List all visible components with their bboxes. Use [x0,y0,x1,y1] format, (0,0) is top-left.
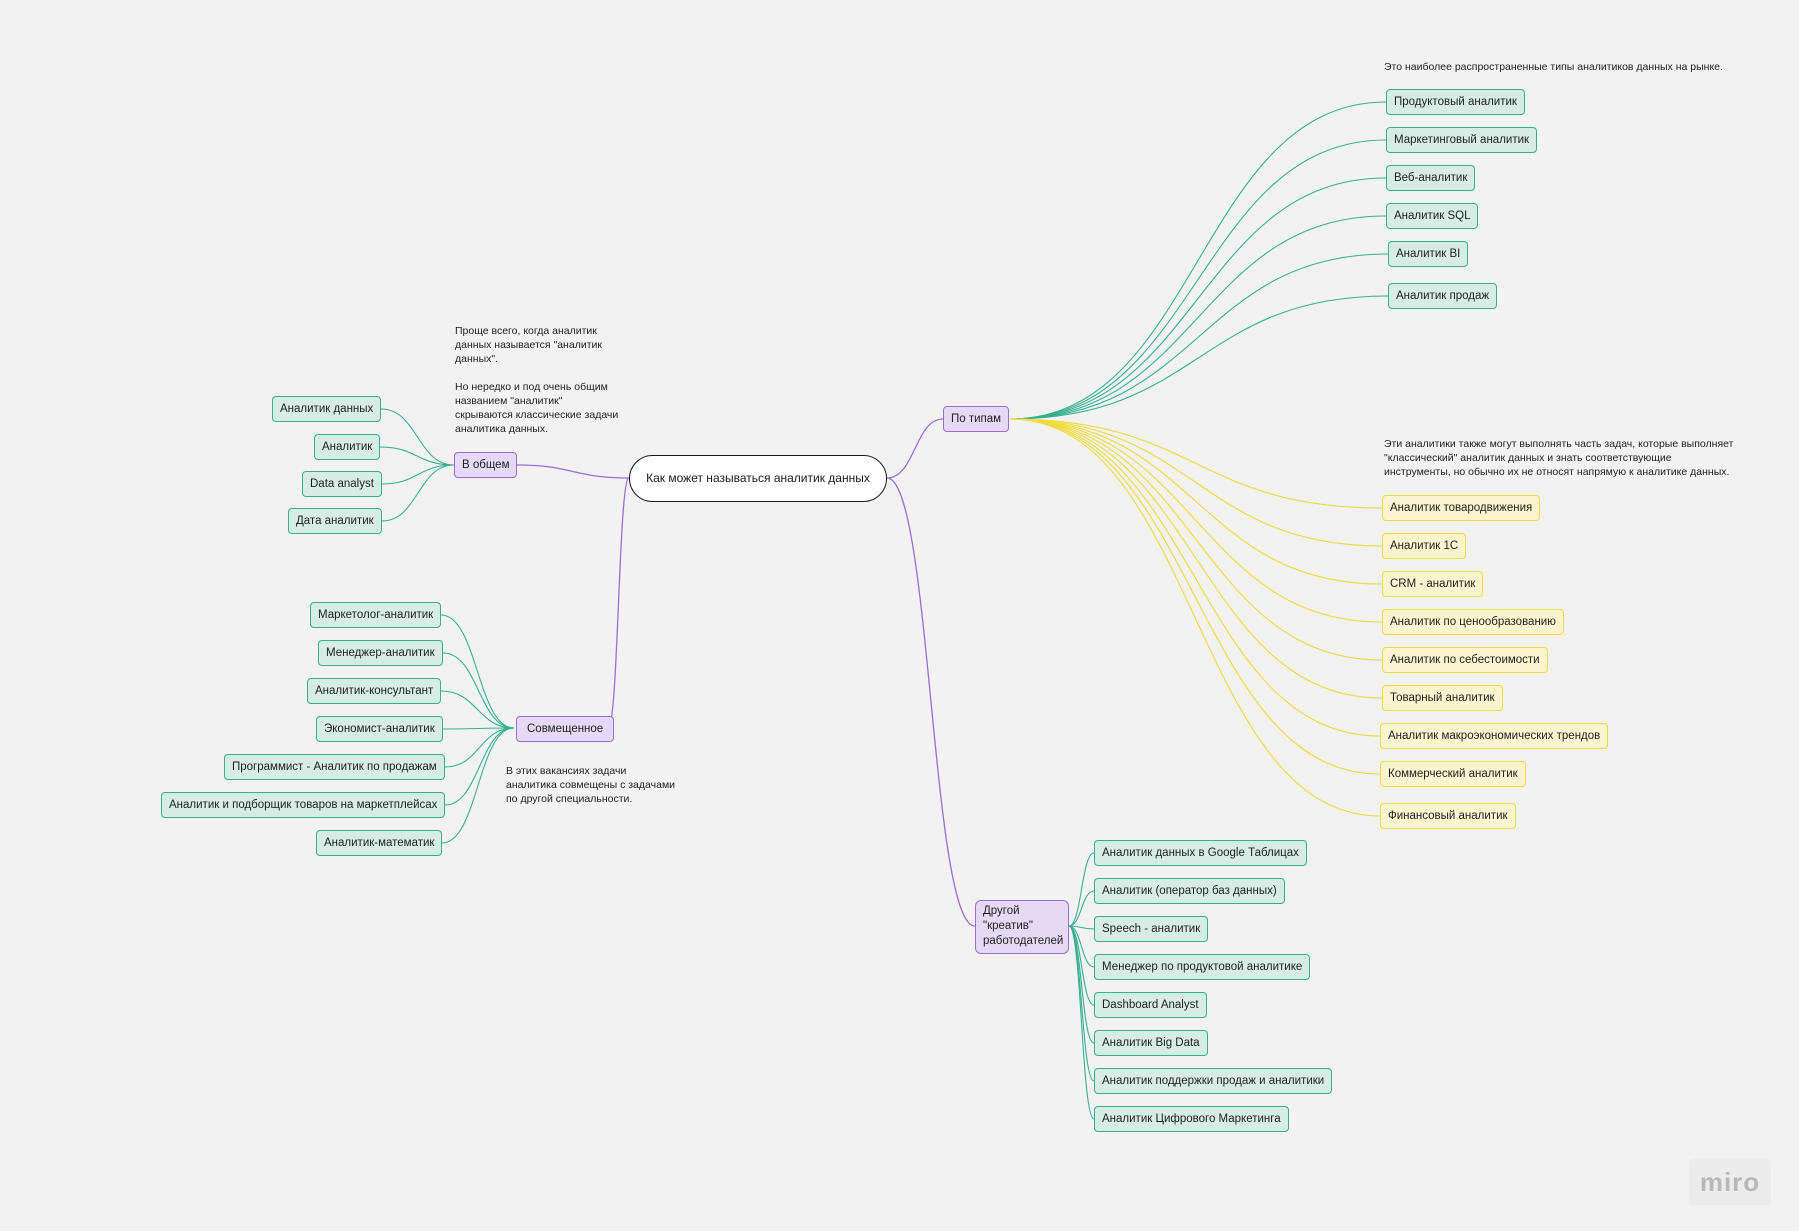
types-note-top: Это наиболее распространенные типы анали… [1384,61,1723,73]
combined-item-1[interactable]: Маркетолог-аналитик [310,602,442,628]
types-bottom-item-1[interactable]: Аналитик товародвижения [1382,495,1541,521]
connector [1009,418,1383,661]
types-top-item-3[interactable]: Веб-аналитик [1386,165,1476,191]
creative-item-3[interactable]: Speech - аналитик [1094,916,1209,942]
connector [607,477,630,729]
branch-general[interactable]: В общем [454,452,518,478]
connector [442,727,515,730]
combined-item-2[interactable]: Менеджер-аналитик [318,640,443,666]
connector [1068,925,1095,1082]
types-top-item-1[interactable]: Продуктовый аналитик [1386,89,1525,115]
branch-creative[interactable]: Другой "креатив" работодателей [975,900,1069,954]
connector [886,477,976,927]
general-note: Проще всего, когда аналитик данных назыв… [455,325,619,435]
connector [1009,418,1383,509]
types-bottom-item-7[interactable]: Аналитик макроэкономических трендов [1380,723,1609,749]
connector [886,418,944,479]
combined-note: В этих вакансиях задачи аналитика совмещ… [506,765,676,805]
types-note-bottom: Эти аналитики также могут выполнять част… [1384,438,1734,478]
general-item-1[interactable]: Аналитик данных [272,396,382,422]
branch-types[interactable]: По типам [943,406,1010,432]
general-item-4[interactable]: Дата аналитик [288,508,382,534]
types-bottom-item-3[interactable]: CRM - аналитик [1382,571,1484,597]
connector [516,464,630,479]
connector [379,446,455,466]
connector [1068,890,1095,927]
connector [1009,253,1389,420]
combined-item-4[interactable]: Экономист-аналитик [316,716,443,742]
types-bottom-item-8[interactable]: Коммерческий аналитик [1380,761,1526,787]
types-top-item-5[interactable]: Аналитик BI [1388,241,1469,267]
combined-item-5[interactable]: Программист - Аналитик по продажам [224,754,445,780]
types-bottom-item-2[interactable]: Аналитик 1С [1382,533,1467,559]
creative-item-7[interactable]: Аналитик поддержки продаж и аналитики [1094,1068,1333,1094]
creative-item-8[interactable]: Аналитик Цифрового Маркетинга [1094,1106,1289,1132]
connector [1009,418,1381,737]
connector [444,727,515,806]
connector [444,727,515,768]
creative-item-5[interactable]: Dashboard Analyst [1094,992,1207,1018]
connector [1009,418,1381,817]
types-bottom-item-5[interactable]: Аналитик по себестоимости [1382,647,1548,673]
combined-item-7[interactable]: Аналитик-математик [316,830,443,856]
connector [1009,139,1387,420]
connector [1009,295,1389,420]
miro-watermark: miro [1689,1159,1771,1205]
types-bottom-item-9[interactable]: Финансовый аналитик [1380,803,1516,829]
connector [1068,925,1095,930]
connector [1009,177,1387,420]
connector [381,464,455,485]
combined-item-3[interactable]: Аналитик-консультант [307,678,442,704]
types-bottom-item-6[interactable]: Товарный аналитик [1382,685,1503,711]
connector [1068,925,1095,1120]
creative-item-2[interactable]: Аналитик (оператор баз данных) [1094,878,1285,904]
types-top-item-4[interactable]: Аналитик SQL [1386,203,1479,229]
creative-item-1[interactable]: Аналитик данных в Google Таблицах [1094,840,1307,866]
root-node[interactable]: Как может называться аналитик данных [629,455,887,502]
types-bottom-item-4[interactable]: Аналитик по ценообразованию [1382,609,1564,635]
connector [1009,418,1383,547]
types-top-item-6[interactable]: Аналитик продаж [1388,283,1498,309]
connector [380,408,455,466]
general-item-3[interactable]: Data analyst [302,471,382,497]
connector [1009,101,1387,420]
combined-item-6[interactable]: Аналитик и подборщик товаров на маркетпл… [161,792,446,818]
general-item-2[interactable]: Аналитик [314,434,381,460]
connector [442,652,515,729]
creative-item-6[interactable]: Аналитик Big Data [1094,1030,1208,1056]
creative-item-4[interactable]: Менеджер по продуктовой аналитике [1094,954,1311,980]
connector [381,464,455,522]
connector [1009,418,1383,585]
types-top-item-2[interactable]: Маркетинговый аналитик [1386,127,1538,153]
connector [1068,852,1095,927]
connector [1009,418,1381,775]
connector [441,727,515,844]
connector [1009,418,1383,623]
connector [440,614,515,729]
connector [440,690,515,729]
branch-combined[interactable]: Совмещенное [516,716,615,742]
connector [1009,215,1387,420]
connector [1009,418,1383,699]
